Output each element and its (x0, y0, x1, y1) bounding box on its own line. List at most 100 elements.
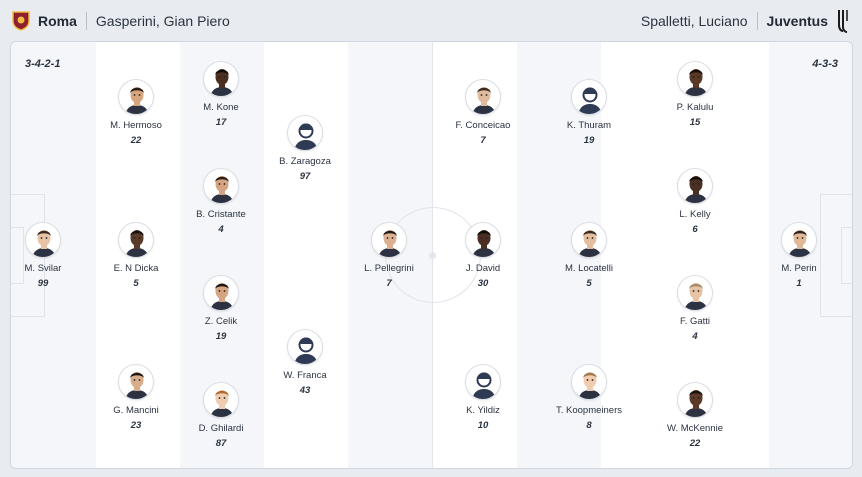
player-name[interactable]: J. David (465, 263, 501, 274)
match-lineup-header: Roma Gasperini, Gian Piero Spalletti, Lu… (0, 0, 862, 42)
away-player[interactable]: F. Gatti 4 (650, 275, 740, 342)
home-player[interactable]: W. Franca 43 (260, 329, 350, 396)
default-avatar-icon (472, 372, 496, 399)
player-photo-icon (684, 176, 708, 203)
player-name[interactable]: M. Perin (781, 263, 817, 274)
player-avatar[interactable] (571, 364, 607, 400)
player-name[interactable]: L. Pellegrini (364, 263, 414, 274)
player-number: 23 (130, 420, 142, 431)
player-number: 30 (477, 278, 489, 289)
player-photo-icon (684, 283, 708, 310)
player-avatar[interactable] (465, 364, 501, 400)
away-formation: 4-3-3 (812, 58, 838, 70)
player-avatar[interactable] (203, 275, 239, 311)
player-photo-icon (788, 230, 812, 257)
player-name[interactable]: F. Conceicao (455, 120, 511, 131)
player-number: 19 (215, 331, 227, 342)
player-avatar[interactable] (287, 329, 323, 365)
away-player[interactable]: L. Kelly 6 (650, 168, 740, 235)
player-number: 4 (692, 331, 698, 342)
player-avatar[interactable] (465, 79, 501, 115)
player-name[interactable]: K. Yildiz (466, 405, 500, 416)
player-avatar[interactable] (677, 382, 713, 418)
player-name[interactable]: W. Franca (283, 370, 327, 381)
player-avatar[interactable] (571, 222, 607, 258)
player-name[interactable]: G. Mancini (113, 405, 159, 416)
player-avatar[interactable] (118, 364, 154, 400)
player-name[interactable]: D. Ghilardi (198, 423, 244, 434)
player-number: 5 (133, 278, 139, 289)
player-name[interactable]: M. Svilar (24, 263, 62, 274)
player-name[interactable]: M. Kone (203, 102, 239, 113)
center-spot (429, 252, 436, 259)
player-avatar[interactable] (203, 382, 239, 418)
away-player[interactable]: W. McKennie 22 (650, 382, 740, 449)
penalty-box-right (820, 194, 852, 317)
away-player[interactable]: K. Thuram 19 (544, 79, 634, 146)
player-name[interactable]: K. Thuram (566, 120, 612, 131)
home-player[interactable]: B. Zaragoza 97 (260, 115, 350, 182)
default-avatar-icon (578, 87, 602, 114)
player-avatar[interactable] (781, 222, 817, 258)
player-name[interactable]: Z. Celik (204, 316, 238, 327)
player-name[interactable]: W. McKennie (667, 423, 723, 434)
player-avatar[interactable] (571, 79, 607, 115)
away-player[interactable]: P. Kalulu 15 (650, 61, 740, 128)
player-number: 6 (692, 224, 698, 235)
player-name[interactable]: M. Hermoso (110, 120, 162, 131)
player-photo-icon (210, 69, 234, 96)
home-team-name[interactable]: Roma (38, 13, 77, 29)
player-photo-icon (125, 87, 149, 114)
player-photo-icon (472, 230, 496, 257)
default-avatar-icon (294, 337, 318, 364)
player-avatar[interactable] (118, 222, 154, 258)
home-player[interactable]: G. Mancini 23 (91, 364, 181, 431)
home-coach-name: Gasperini, Gian Piero (95, 13, 230, 29)
goal-box-right (841, 227, 852, 284)
player-name[interactable]: L. Kelly (679, 209, 711, 220)
player-avatar[interactable] (118, 79, 154, 115)
home-formation: 3-4-2-1 (25, 58, 61, 70)
player-number: 15 (689, 117, 701, 128)
divider (85, 12, 87, 30)
home-player[interactable]: Z. Celik 19 (176, 275, 266, 342)
player-avatar[interactable] (287, 115, 323, 151)
player-name[interactable]: F. Gatti (679, 316, 711, 327)
home-player[interactable]: B. Cristante 4 (176, 168, 266, 235)
home-player[interactable]: E. N Dicka 5 (91, 222, 181, 289)
player-number: 19 (583, 135, 595, 146)
away-player[interactable]: J. David 30 (438, 222, 528, 289)
player-name[interactable]: T. Koopmeiners (555, 405, 622, 416)
player-avatar[interactable] (203, 61, 239, 97)
player-number: 97 (299, 171, 311, 182)
player-name[interactable]: E. N Dicka (113, 263, 159, 274)
player-avatar[interactable] (371, 222, 407, 258)
player-name[interactable]: B. Zaragoza (279, 156, 331, 167)
player-avatar[interactable] (25, 222, 61, 258)
player-name[interactable]: P. Kalulu (676, 102, 714, 113)
away-team-header: Spalletti, Luciano Juventus (641, 0, 850, 42)
player-number: 43 (299, 385, 311, 396)
player-avatar[interactable] (677, 275, 713, 311)
player-avatar[interactable] (465, 222, 501, 258)
away-team-name[interactable]: Juventus (766, 13, 828, 29)
player-avatar[interactable] (203, 168, 239, 204)
player-number: 4 (218, 224, 224, 235)
player-photo-icon (578, 372, 602, 399)
player-avatar[interactable] (677, 168, 713, 204)
player-number: 22 (689, 438, 701, 449)
player-name[interactable]: B. Cristante (196, 209, 246, 220)
player-avatar[interactable] (677, 61, 713, 97)
player-name[interactable]: M. Locatelli (564, 263, 614, 274)
divider (756, 12, 758, 30)
